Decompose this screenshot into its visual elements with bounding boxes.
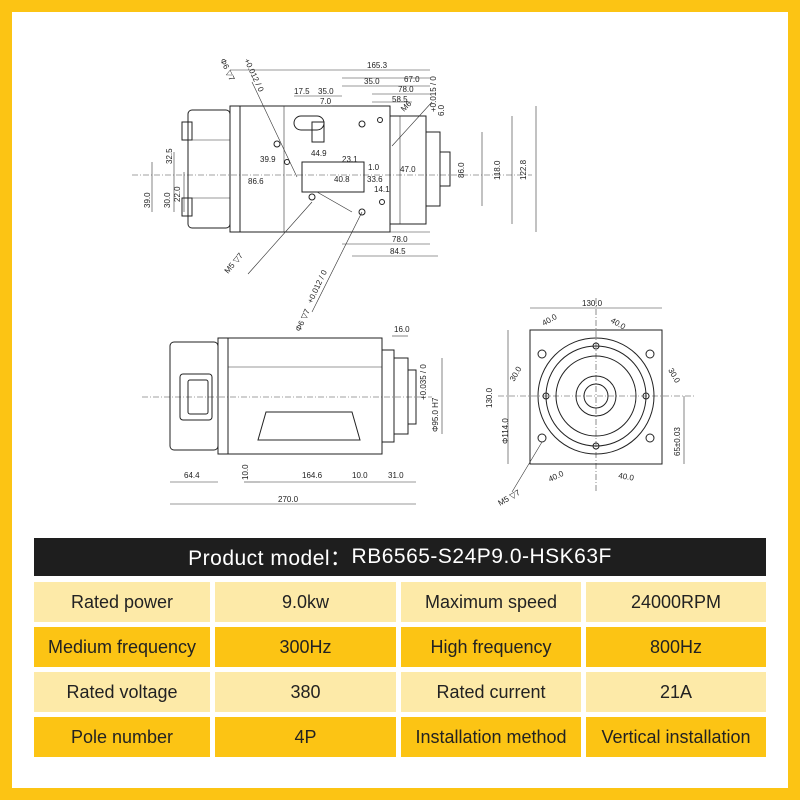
dim-label: 44.9	[311, 149, 327, 158]
bore-label: Φ95.0 H7	[431, 397, 440, 432]
tolerance-label: +0.012 / 0	[242, 57, 266, 94]
top-view	[132, 69, 537, 313]
dimension-labels: 165.3 35.0 67.0 78.0 58.5 17.5 35.0 7.0 …	[143, 57, 682, 508]
spec-label-installation-method: Installation method	[401, 717, 581, 757]
spec-label-maximum-speed: Maximum speed	[401, 582, 581, 622]
dim-label: Φ114.0	[501, 418, 510, 444]
product-model-label: Product model：	[188, 547, 352, 570]
dim-label: 1.0	[368, 163, 380, 172]
dim-label: 30.0	[508, 365, 524, 383]
spec-value-rated-voltage: 380	[215, 672, 396, 712]
dim-label: 67.0	[404, 75, 420, 84]
end-view	[498, 298, 694, 493]
dim-label: 86.6	[248, 177, 264, 186]
spec-value-pole-number: 4P	[215, 717, 396, 757]
dim-label: 122.8	[519, 159, 528, 180]
dim-label: 86.0	[457, 162, 466, 178]
dim-label: 270.0	[278, 495, 299, 504]
spec-table: Rated power 9.0kw Maximum speed 24000RPM…	[34, 582, 766, 762]
hole-label: Φ6 ▽7	[294, 307, 312, 333]
dim-label: 40.0	[609, 316, 627, 332]
dim-label: 32.5	[165, 148, 174, 164]
tolerance-label: +0.015 / 0	[429, 76, 438, 112]
dim-label: 10.0	[352, 471, 368, 480]
dim-label: 39.0	[143, 192, 152, 208]
dim-label: 16.0	[394, 325, 410, 334]
dim-label: 39.9	[260, 155, 276, 164]
spec-label-rated-voltage: Rated voltage	[34, 672, 210, 712]
dim-label: 40.0	[618, 471, 635, 483]
dim-label: 33.6	[367, 175, 383, 184]
product-model-value: RB6565-S24P9.0-HSK63F	[351, 545, 612, 568]
spec-value-high-frequency: 800Hz	[586, 627, 766, 667]
dim-label: 130.0	[485, 387, 494, 408]
spec-value-medium-frequency: 300Hz	[215, 627, 396, 667]
dim-label: 84.5	[390, 247, 406, 256]
spec-label-rated-power: Rated power	[34, 582, 210, 622]
dim-label: 130.0	[582, 299, 603, 308]
dim-label: 35.0	[318, 87, 334, 96]
dim-label: 164.6	[302, 471, 323, 480]
dim-label: 22.0	[173, 186, 182, 202]
dim-label: 47.0	[400, 165, 416, 174]
dim-label: 17.5	[294, 87, 310, 96]
dim-label: M5 ▽7	[223, 251, 246, 276]
table-row: Rated voltage 380 Rated current 21A	[34, 672, 766, 712]
dim-label: 30.0	[163, 192, 172, 208]
dim-label: 14.1	[374, 185, 390, 194]
dim-label: 31.0	[388, 471, 404, 480]
spec-label-pole-number: Pole number	[34, 717, 210, 757]
dim-label: 78.0	[398, 85, 414, 94]
dim-label: 118.0	[493, 160, 502, 180]
technical-drawing: 165.3 35.0 67.0 78.0 58.5 17.5 35.0 7.0 …	[132, 57, 694, 508]
dim-label: 58.5	[392, 95, 408, 104]
tolerance-label: +0.012 / 0	[306, 268, 330, 305]
dim-label: 7.0	[320, 97, 332, 106]
table-row: Rated power 9.0kw Maximum speed 24000RPM	[34, 582, 766, 622]
dim-label: 40.0	[547, 469, 565, 484]
spec-label-rated-current: Rated current	[401, 672, 581, 712]
product-model-bar: Product model： RB6565-S24P9.0-HSK63F	[34, 538, 766, 576]
spec-value-rated-power: 9.0kw	[215, 582, 396, 622]
dim-label: 40.8	[334, 175, 350, 184]
spec-value-maximum-speed: 24000RPM	[586, 582, 766, 622]
table-row: Pole number 4P Installation method Verti…	[34, 717, 766, 757]
tolerance-label: +0.035 / 0	[419, 364, 428, 400]
dim-label: 64.4	[184, 471, 200, 480]
dim-label: 6.0	[437, 104, 446, 116]
side-view	[142, 335, 443, 505]
dim-label: 10.0	[241, 464, 250, 480]
spec-value-rated-current: 21A	[586, 672, 766, 712]
dim-label: 23.1	[342, 155, 358, 164]
table-row: Medium frequency 300Hz High frequency 80…	[34, 627, 766, 667]
dim-label: 30.0	[666, 367, 682, 385]
spec-label-high-frequency: High frequency	[401, 627, 581, 667]
dim-label: 78.0	[392, 235, 408, 244]
dim-label: 35.0	[364, 77, 380, 86]
spec-label-medium-frequency: Medium frequency	[34, 627, 210, 667]
dim-label: M5 ▽7	[497, 488, 523, 508]
dim-label: 65±0.03	[673, 427, 682, 456]
dim-label: 40.0	[541, 312, 559, 328]
dim-label: 165.3	[367, 61, 388, 70]
spec-value-installation-method: Vertical installation	[586, 717, 766, 757]
